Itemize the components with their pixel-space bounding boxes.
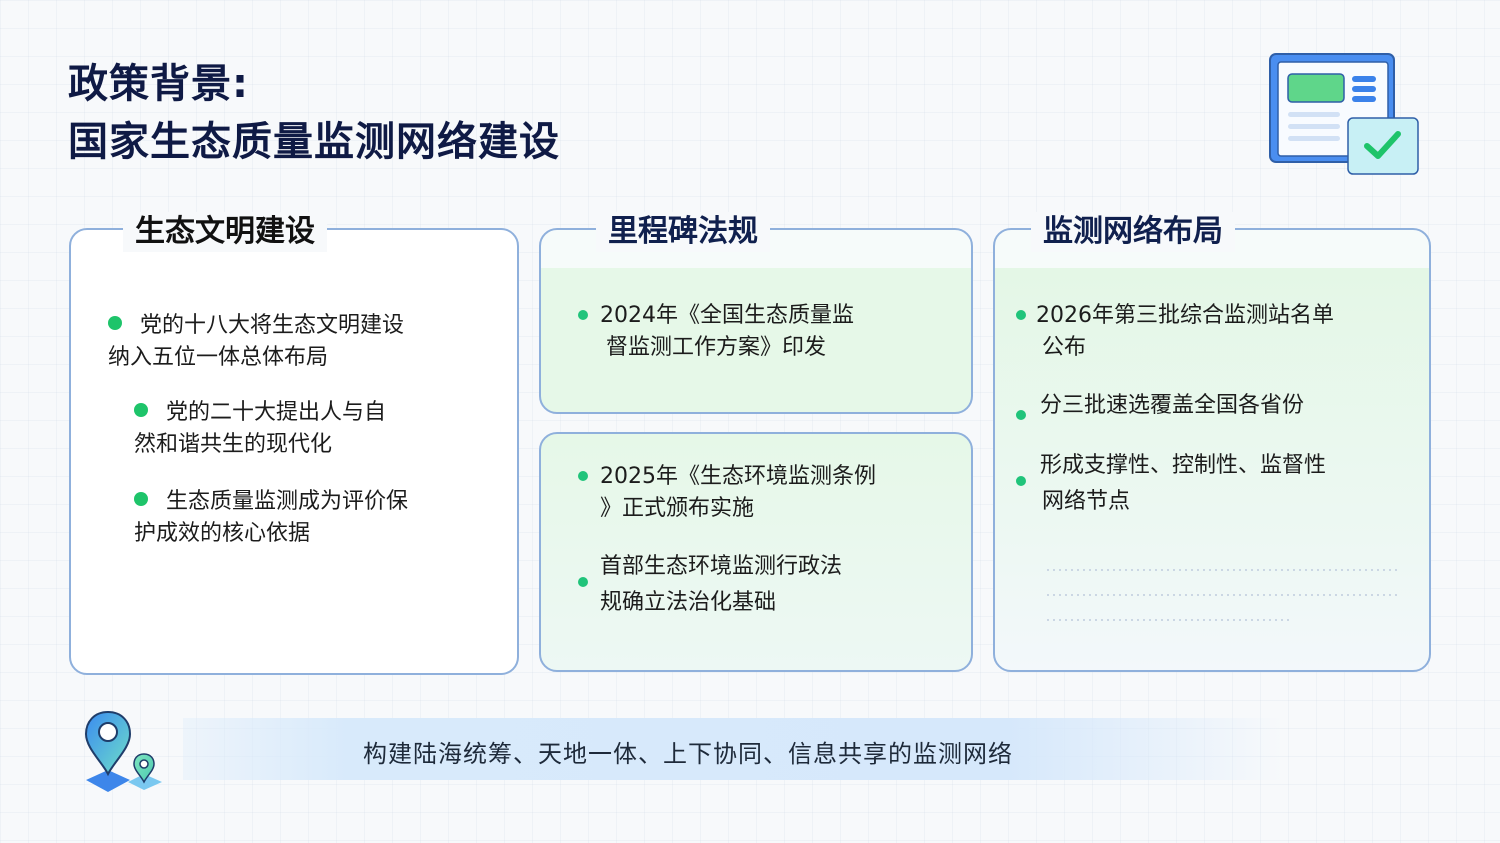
list-item: 2026年第三批综合监测站名单 公布 <box>1016 300 1334 364</box>
bullet-dot-icon <box>578 577 588 587</box>
card-ecological-civilization: 生态文明建设 <box>69 212 519 675</box>
bullet-dot-icon <box>1016 310 1026 320</box>
card-title-civilization: 生态文明建设 <box>123 212 327 252</box>
card-monitoring-network: 监测网络布局 <box>993 212 1431 672</box>
list-item: 党的十八大将生态文明建设 纳入五位一体总体布局 <box>108 313 405 370</box>
list-item: 生态质量监测成为评价保 护成效的核心依据 <box>134 489 409 546</box>
page-title: 政策背景: 国家生态质量监测网络建设 <box>68 55 560 171</box>
card-milestone-regulations-2 <box>539 432 973 672</box>
card-title-milestones: 里程碑法规 <box>596 212 770 252</box>
list-item: 党的二十大提出人与自 然和谐共生的现代化 <box>134 400 387 457</box>
banner-text: 构建陆海统筹、天地一体、上下协同、信息共享的监测网络 <box>363 740 1013 768</box>
bullet-dot-icon <box>578 471 588 481</box>
list-item: 2025年《生态环境监测条例 》正式颁布实施 <box>578 461 876 525</box>
bullet-dot-icon <box>1016 410 1026 420</box>
card-milestone-regulations: 里程碑法规 <box>539 212 973 414</box>
list-item: 形成支撑性、控制性、监督性 网络节点 <box>1016 450 1326 518</box>
document-check-icon <box>1269 53 1419 175</box>
bullet-dot-icon <box>1016 476 1026 486</box>
list-item: 分三批速选覆盖全国各省份 <box>1016 390 1304 422</box>
bullet-dot-icon <box>134 403 148 417</box>
map-pin-icon <box>84 710 162 792</box>
placeholder-line <box>1045 569 1401 571</box>
list-item: 首部生态环境监测行政法 规确立法治化基础 <box>578 551 842 619</box>
summary-banner <box>183 718 1283 780</box>
placeholder-line <box>1045 619 1289 621</box>
title-line-2: 国家生态质量监测网络建设 <box>68 119 560 165</box>
title-line-1: 政策背景: <box>68 61 249 107</box>
bullet-dot-icon <box>108 316 122 330</box>
card-title-network: 监测网络布局 <box>1031 212 1235 252</box>
list-item: 2024年《全国生态质量监 督监测工作方案》印发 <box>578 300 854 364</box>
bullet-dot-icon <box>134 492 148 506</box>
placeholder-line <box>1045 594 1401 596</box>
bullet-dot-icon <box>578 310 588 320</box>
